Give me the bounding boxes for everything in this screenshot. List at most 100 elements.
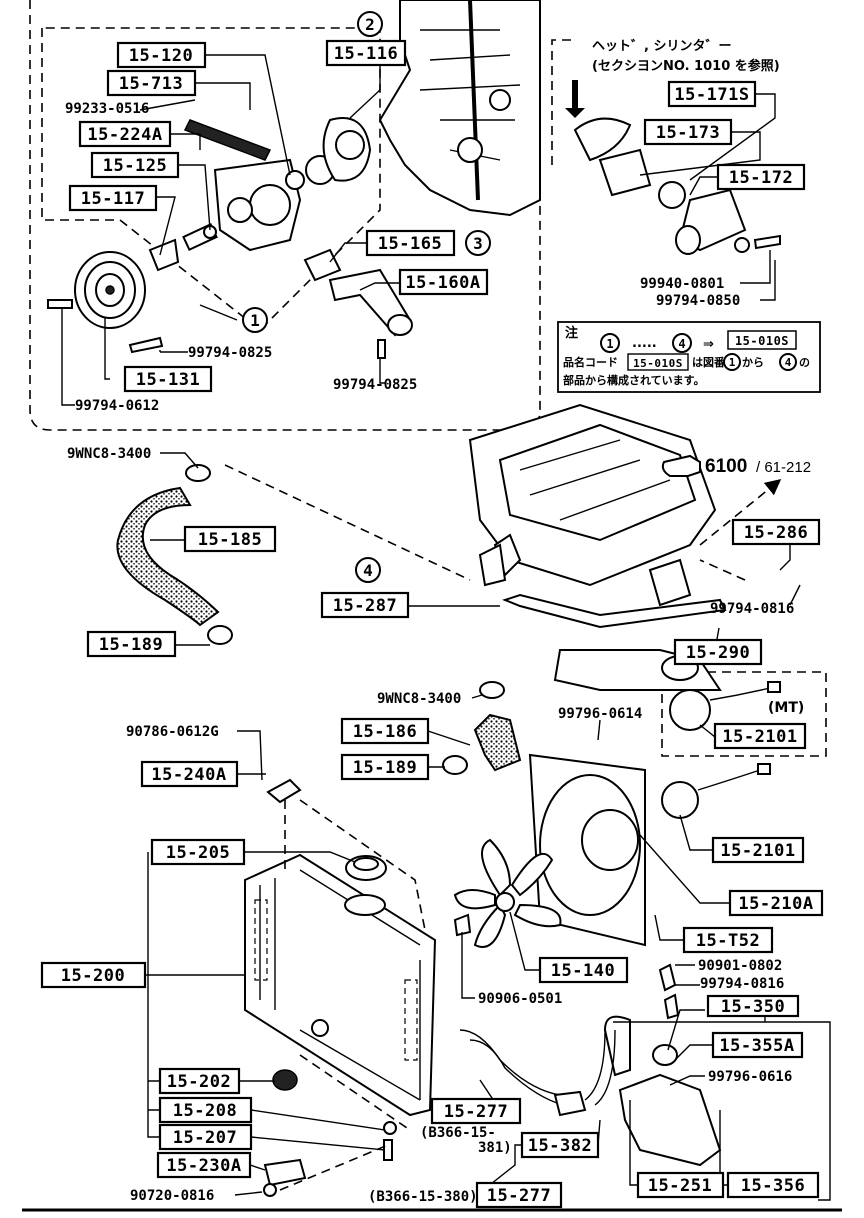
svg-text:15-224A: 15-224A [87,125,162,145]
svg-text:の: の [799,356,810,369]
svg-text:15-117: 15-117 [81,189,145,209]
svg-text:15-207: 15-207 [173,1128,237,1148]
bypass-pipe-287 [502,593,727,629]
label-15-160A: 15-160A [398,268,489,296]
label-15-210A: 15-210A [728,889,824,917]
svg-text:から: から [742,356,764,369]
svg-text:15-382: 15-382 [528,1136,592,1156]
pn-99794-0850: 99794-0850 [656,293,740,309]
svg-text:2: 2 [365,15,375,34]
pn-90786-0612G: 90786-0612G [126,724,219,740]
label-15-202: 15-202 [158,1067,241,1095]
svg-text:15-2101: 15-2101 [722,727,797,747]
svg-text:15-131: 15-131 [136,370,200,390]
label-15-350: 15-350 [706,994,800,1018]
label-15-116: 15-116 [325,39,407,67]
ref-arrow-line [699,478,782,546]
label-15-713: 15-713 [106,69,197,97]
label-15-277-a: 15-277 [430,1097,522,1125]
label-15-120: 15-120 [116,41,207,69]
label-15-224A: 15-224A [78,120,172,148]
label-15-117: 15-117 [68,184,158,212]
svg-text:4: 4 [363,561,373,580]
svg-text:15-208: 15-208 [173,1101,237,1121]
circled-4: 4 [355,557,381,583]
label-15-165: 15-165 [365,229,456,257]
svg-text:4: 4 [785,356,792,369]
pn-9WNC8-3400-b: 9WNC8-3400 [377,691,461,707]
svg-text:15-010S: 15-010S [633,357,683,370]
label-15-240A: 15-240A [140,760,239,788]
water-pump-illustration [148,117,372,272]
label-15-171S: 15-171S [667,80,757,108]
ref-page-sub: / 61-212 [756,459,811,476]
water-inlet-pipe-illustration [303,248,413,359]
reservoir-illustration [459,963,722,1167]
label-15-200: 15-200 [40,961,147,989]
label-15-186: 15-186 [340,717,430,745]
svg-text:15-120: 15-120 [129,46,193,66]
cylinder-head-illustration [468,403,722,691]
pn-90906-0501: 90906-0501 [478,991,562,1007]
label-15-2101: 15-2101 [711,836,805,864]
pulley-illustration [47,251,164,354]
clamp-9WNC8-b [479,681,505,699]
svg-text:15-355A: 15-355A [719,1036,794,1056]
svg-text:15-240A: 15-240A [151,765,226,785]
svg-text:15-189: 15-189 [353,758,417,778]
note-box: 注 1 ..... 4 ⇒ 15-010S 品名コード 15-010S は図番 … [557,321,821,393]
label-15-T52: 15-T52 [682,926,774,954]
pn-99796-0616: 99796-0616 [708,1069,792,1085]
svg-text:1: 1 [606,337,613,351]
svg-text:15-189: 15-189 [99,635,163,655]
label-15-208: 15-208 [158,1096,253,1124]
svg-text:15-286: 15-286 [744,523,808,543]
svg-text:15-287: 15-287 [333,596,397,616]
pn-B366-15-381-b: 381) [478,1140,512,1156]
clamp-189-b [442,755,468,775]
svg-text:1: 1 [250,311,260,330]
label-15-205: 15-205 [150,838,246,866]
circled-1: 1 [242,307,268,333]
label-15-131: 15-131 [123,365,213,393]
header-ref-line1: ヘット゛, シリンタ゛ー [592,38,731,54]
circled-3: 3 [465,230,491,256]
part-number-labels: 99233-0516 99794-0825 99794-0825 99794-0… [65,101,794,1205]
ref-page: 6100 / 61-212 [661,454,811,477]
svg-text:15-140: 15-140 [551,961,615,981]
pn-B366-15-380: (B366-15-380) [368,1189,478,1205]
clamp-9WNC8-a [185,464,211,482]
svg-text:15-2101: 15-2101 [720,841,795,861]
svg-text:15-205: 15-205 [166,843,230,863]
label-15-172: 15-172 [716,163,806,191]
circled-2: 2 [357,11,383,37]
radiator-dashed-guides [279,799,426,1191]
pn-99794-0816-b: 99794-0816 [700,976,784,992]
svg-text:15-173: 15-173 [656,123,720,143]
svg-text:15-165: 15-165 [378,234,442,254]
radiator-illustration [244,778,437,1197]
svg-text:15-251: 15-251 [648,1176,712,1196]
pn-99796-0614: 99796-0614 [558,706,642,722]
pn-90720-0816: 90720-0816 [130,1188,214,1204]
pn-99940-0801: 99940-0801 [640,276,724,292]
label-15-290: 15-290 [673,638,763,666]
svg-text:15-277: 15-277 [487,1186,551,1206]
fan-shroud-illustration [528,681,781,947]
svg-text:4: 4 [678,337,685,351]
svg-text:15-185: 15-185 [198,530,262,550]
svg-text:15-290: 15-290 [686,643,750,663]
svg-text:15-T52: 15-T52 [696,931,760,951]
svg-text:部品から構成されています。: 部品から構成されています。 [563,373,705,387]
svg-text:15-172: 15-172 [729,168,793,188]
svg-text:.....: ..... [632,336,657,351]
boxed-labels: 15-120 15-713 15-224A 15-125 15-117 15-1… [40,39,824,1209]
svg-text:15-200: 15-200 [61,966,125,986]
label-15-382: 15-382 [520,1131,600,1159]
svg-text:15-116: 15-116 [334,44,398,64]
label-15-189-upper: 15-189 [86,630,177,658]
svg-text:15-171S: 15-171S [674,85,749,105]
clamp-189-a [207,625,233,645]
